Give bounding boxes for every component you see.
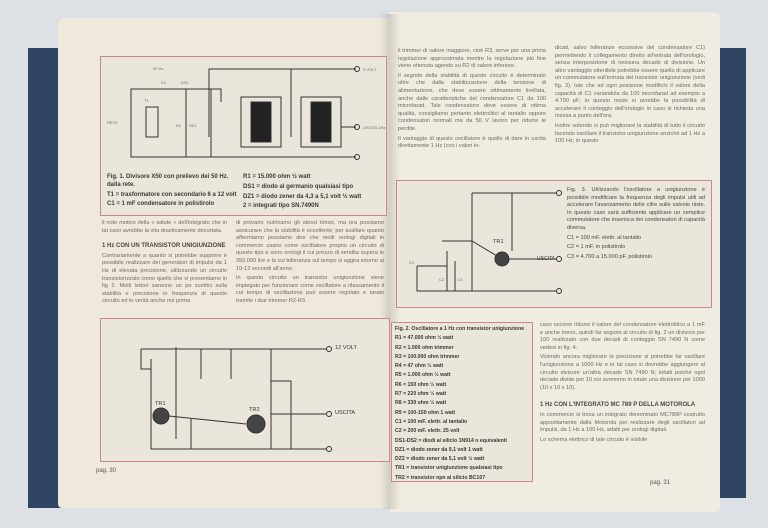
figure-2-caption-box: Fig. 2. Oscillatore a 1 Hz con transisto…	[391, 322, 533, 482]
figure-3-schematic	[416, 190, 562, 294]
label-rete: RETE	[107, 120, 118, 125]
figure-3: TR1 USCITA C1 C2 C3 Fig. 3. Utilizzando …	[396, 180, 712, 308]
figure-3-caption: Fig. 3. Utilizzando l'oscillatore a unig…	[567, 187, 705, 260]
label-5volt: 5 VOLT	[363, 67, 377, 72]
left-column-1: il noto motivo della « salute » dell'int…	[102, 220, 227, 305]
figure-1: 50 Hz RETE T1 C1 DS1 R1 DZ1 5 VOLT USCIT…	[100, 56, 387, 216]
section-heading: 1 Hz CON UN TRANSISTOR UNIGIUNZIONE	[102, 243, 226, 250]
left-column-2: di provarlo nutrivamo gli stessi timori,…	[236, 220, 384, 304]
label-uscita: USCITA	[537, 256, 555, 262]
label-t1: T1	[144, 98, 149, 103]
label-c1: C1	[409, 260, 415, 265]
label-tr1: TR1	[493, 239, 504, 245]
figure-1-schematic	[130, 66, 360, 160]
label-c2: C2	[439, 277, 445, 282]
right-column-1: il trimmer di valore maggiore, cioè R3, …	[398, 48, 546, 150]
label-ds1: DS1	[181, 80, 189, 85]
label-c1: C1	[161, 80, 167, 85]
label-tr1: TR1	[155, 401, 166, 407]
page-number-right: pag. 31	[650, 480, 671, 486]
label-50hz: 50 Hz	[153, 66, 164, 71]
label-c3: C3	[457, 277, 463, 282]
label-r1: R1	[176, 123, 182, 128]
figure-1-caption: Fig. 1. Divisore X50 con prelievo dei 50…	[107, 174, 237, 208]
right-column-2: dicati, salvo tolleranze eccessive del c…	[555, 45, 705, 145]
section-heading: 1 Hz CON L'INTEGRATO MC 789 P DELLA MOTO…	[540, 402, 696, 409]
label-uscita: USCITA 1Hz	[363, 125, 386, 130]
label-uscita: USCITA	[335, 410, 356, 416]
label-12volt: 12 VOLT	[335, 345, 357, 351]
figure-2-schematic	[140, 346, 332, 452]
label-dz1: DZ1	[189, 123, 197, 128]
page-number-left: pag. 30	[96, 468, 117, 474]
label-tr2: TR2	[249, 407, 260, 413]
right-column-3: caso occorre ridurre il valore del conde…	[540, 322, 705, 443]
figure-2-caption: Fig. 2. Oscillatore a 1 Hz con transisto…	[395, 326, 525, 481]
figure-2: 12 VOLT USCITA TR1 TR2	[100, 318, 390, 462]
